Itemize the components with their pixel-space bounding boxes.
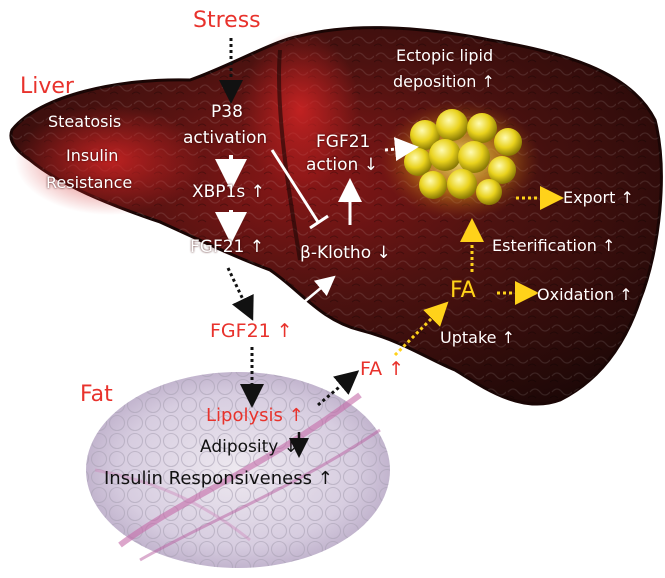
lipolysis-label: Lipolysis ↑	[206, 405, 304, 426]
fgf21-action-label-1: FGF21	[316, 132, 370, 152]
p38-label: P38	[211, 102, 243, 122]
stress-label: Stress	[193, 8, 261, 33]
ectopic-label-1: Ectopic lipid	[396, 46, 493, 65]
insulin-responsiveness-label: Insulin Responsiveness ↑	[104, 468, 333, 489]
fa-circulating-label: FA ↑	[360, 358, 404, 380]
fgf21-action-label-2: action ↓	[306, 155, 378, 175]
lipid-droplets	[380, 100, 540, 220]
beta-klotho-label: β-Klotho ↓	[300, 243, 391, 263]
activation-label: activation	[183, 128, 267, 148]
uptake-label: Uptake ↑	[440, 328, 515, 347]
arrow-liver-fgf21-out	[228, 268, 248, 310]
liver-shape	[11, 28, 661, 404]
esterification-label: Esterification ↑	[492, 236, 615, 255]
liver-label: Liver	[20, 74, 74, 99]
fat-label: Fat	[80, 382, 113, 407]
fa-liver-label: FA	[450, 278, 476, 303]
xbp1s-label: XBP1s ↑	[192, 182, 265, 202]
resistance-label: Resistance	[46, 173, 132, 192]
export-label: Export ↑	[563, 188, 634, 207]
fgf21-liver-label: FGF21 ↑	[190, 237, 264, 257]
steatosis-label: Steatosis	[48, 112, 121, 131]
insulin-label: Insulin	[66, 146, 118, 165]
oxidation-label: Oxidation ↑	[537, 285, 633, 304]
adiposity-label: Adiposity ↓	[200, 437, 298, 457]
fgf21-circulating-label: FGF21 ↑	[210, 320, 293, 342]
ectopic-label-2: deposition ↑	[393, 72, 495, 91]
